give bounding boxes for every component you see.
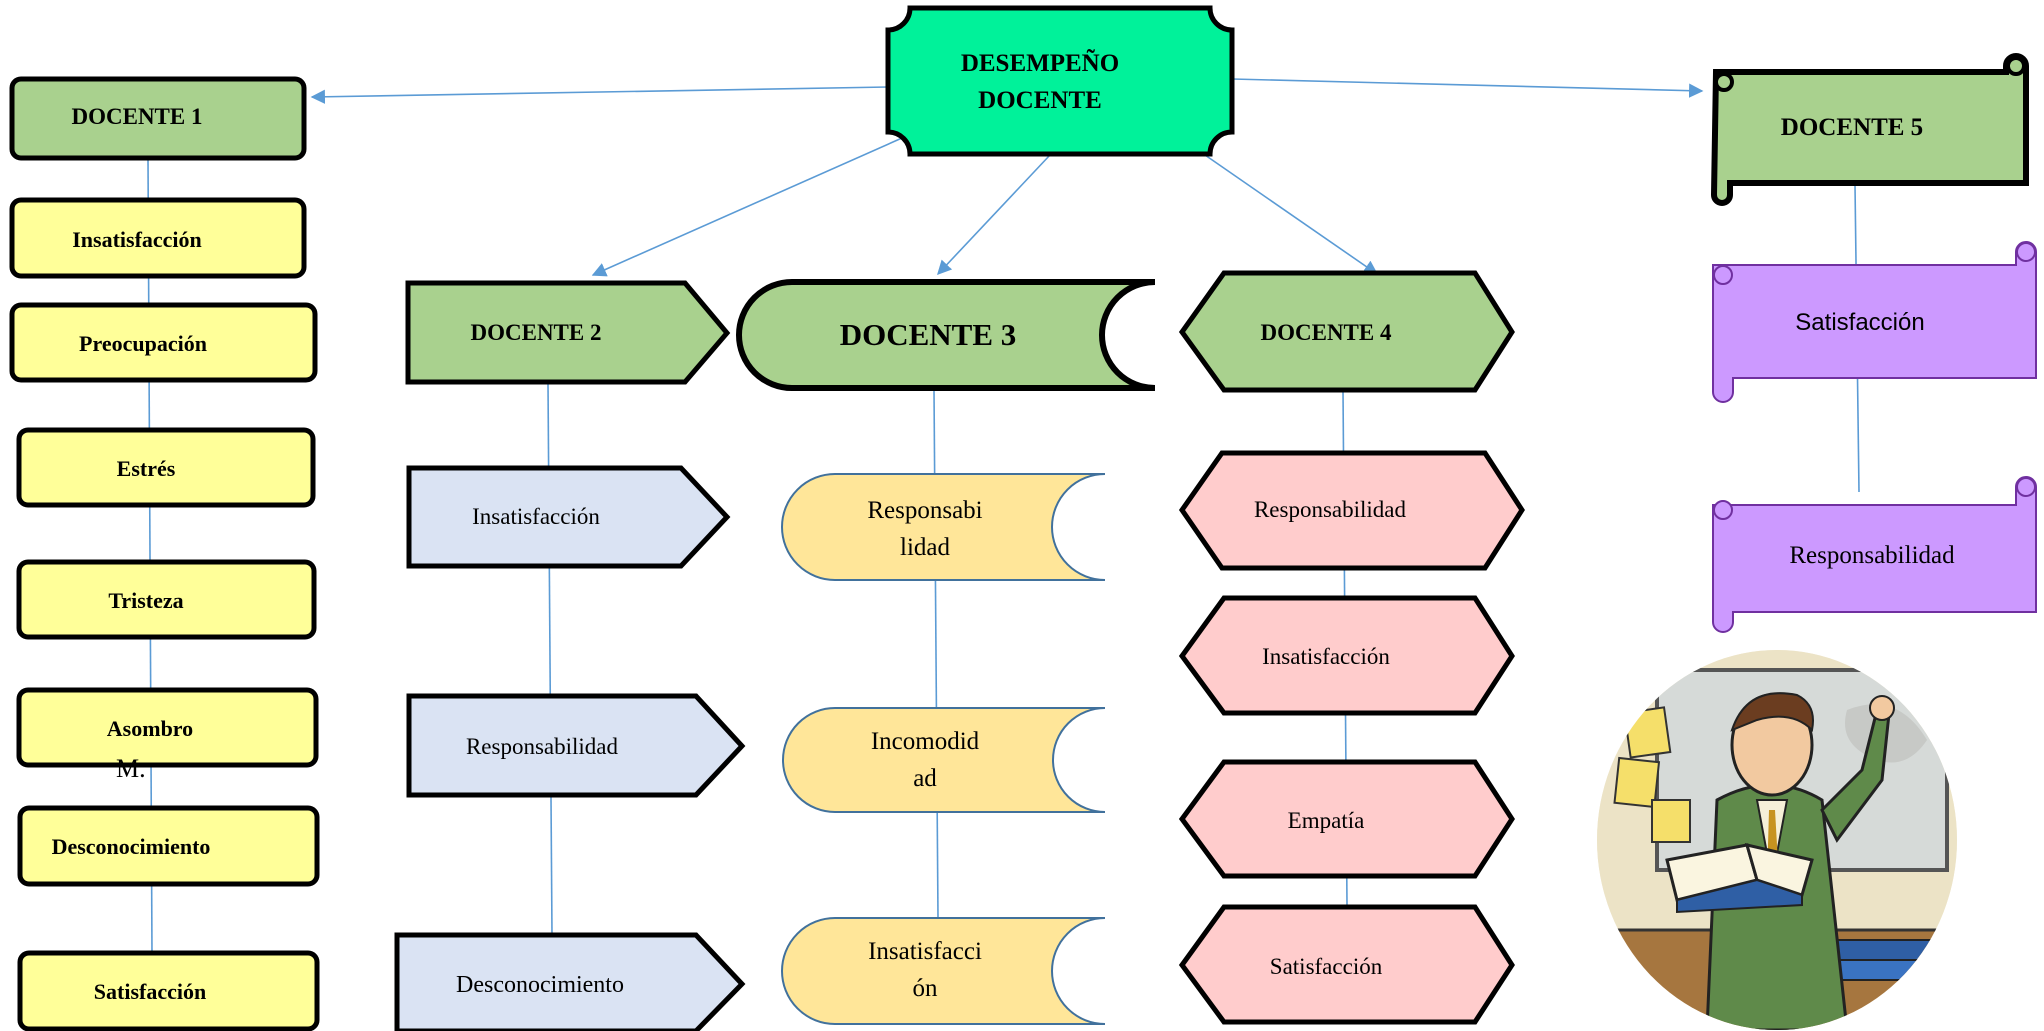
scroll-curl — [2016, 477, 2036, 497]
docente1-item-label: Preocupación — [79, 331, 207, 356]
docente2-item-pentagon — [406, 465, 731, 569]
docente1-item-label: Tristeza — [108, 588, 183, 613]
docente3-item[interactable]: Insatisfacci ón — [781, 917, 1106, 1025]
docente1-overlap-glyph: M. — [116, 754, 146, 783]
root-title-line2: DOCENTE — [978, 87, 1102, 114]
docente2-item-label: Responsabilidad — [466, 734, 619, 759]
docente1-item[interactable]: Desconocimiento — [17, 805, 320, 887]
scroll-curl — [1713, 500, 1733, 520]
docente4-item-hexagon — [1178, 450, 1525, 571]
docente1-item[interactable]: Insatisfacción — [9, 197, 307, 279]
arrow-root-to-docente2 — [591, 137, 903, 277]
docente5-item[interactable]: Satisfacción — [1712, 241, 2037, 403]
docente4-item-hexagon — [1178, 904, 1515, 1025]
docente1-item-box — [16, 427, 316, 508]
docente1-item-label: Satisfacción — [94, 979, 206, 1004]
docente4-item[interactable]: Satisfacción — [1178, 904, 1515, 1025]
docente4-header-hexagon — [1178, 270, 1515, 393]
docente5-header[interactable]: DOCENTE 5 — [1710, 53, 2029, 206]
docente4-header[interactable]: DOCENTE 4 — [1178, 270, 1515, 393]
docente5-item[interactable]: Responsabilidad — [1712, 476, 2037, 633]
scroll-curl — [2016, 242, 2036, 262]
docente3-item-label-line1: Insatisfacci — [868, 938, 982, 965]
docente1-item-label: Asombro — [107, 716, 193, 741]
docente4-item[interactable]: Empatía — [1178, 759, 1515, 879]
docente1-item-box — [16, 687, 319, 768]
docente3-header[interactable]: DOCENTE 3 — [736, 279, 1156, 391]
docente1-header-box — [9, 76, 307, 161]
docente1-item-label: Insatisfacción — [72, 227, 202, 252]
docente3-item[interactable]: Responsabi lidad — [781, 473, 1106, 581]
docente1-item-label: Desconocimiento — [52, 834, 211, 859]
docente1-title: DOCENTE 1 — [72, 104, 203, 129]
docente5-title: DOCENTE 5 — [1781, 114, 1923, 141]
docente2-branch: DOCENTE 2 Insatisfacción Responsabilidad… — [394, 280, 746, 1031]
docente2-item[interactable]: Responsabilidad — [406, 693, 746, 798]
docente4-branch: DOCENTE 4 Responsabilidad Insatisfacción… — [1178, 270, 1525, 1025]
docente1-item-box — [17, 805, 320, 887]
docente1-item-label: Estrés — [117, 456, 176, 481]
docente2-item-pentagon — [394, 932, 746, 1031]
arrow-root-to-docente3 — [937, 154, 1051, 276]
docente2-item[interactable]: Desconocimiento — [394, 932, 746, 1031]
arrow-root-to-docente1 — [310, 86, 889, 104]
docente5-item-label: Satisfacción — [1795, 309, 1924, 336]
docente3-item-shape — [782, 707, 1106, 813]
docente4-title: DOCENTE 4 — [1261, 320, 1392, 345]
teacher-illustration — [1597, 650, 1957, 1030]
docente3-item-label-line2: lidad — [900, 534, 950, 561]
docente1-item-box — [9, 302, 318, 383]
docente3-branch: DOCENTE 3 Responsabi lidad Incomodid ad … — [736, 279, 1156, 1025]
arrow-root-to-docente4 — [1204, 154, 1379, 275]
docente4-item[interactable]: Responsabilidad — [1178, 450, 1525, 571]
docente2-item-pentagon — [406, 693, 746, 798]
docente3-title: DOCENTE 3 — [840, 317, 1017, 352]
docente4-item-label: Insatisfacción — [1262, 644, 1390, 669]
docente5-item-label: Responsabilidad — [1789, 542, 1955, 569]
scroll-curl — [1713, 265, 1733, 285]
docente3-item-label-line2: ón — [913, 975, 939, 1002]
root-title-line1: DESEMPEÑO — [961, 49, 1119, 77]
docente1-item-box — [16, 559, 317, 640]
docente4-item-hexagon — [1178, 759, 1515, 879]
docente5-branch: DOCENTE 5 Satisfacción Responsabilidad — [1710, 53, 2037, 633]
docente1-item[interactable]: Satisfacción — [17, 950, 320, 1031]
docente4-item-label: Responsabilidad — [1254, 497, 1407, 522]
docente1-item[interactable]: Tristeza — [16, 559, 317, 640]
docente1-item[interactable]: Asombro — [16, 687, 319, 768]
docente2-item-label: Desconocimiento — [456, 972, 624, 998]
docente2-title: DOCENTE 2 — [471, 320, 602, 345]
docente1-item[interactable]: Preocupación — [9, 302, 318, 383]
docente4-item[interactable]: Insatisfacción — [1178, 595, 1515, 716]
arrow-root-to-docente5 — [1231, 78, 1704, 98]
docente1-header[interactable]: DOCENTE 1 — [9, 76, 307, 161]
docente3-item-label-line1: Responsabi — [867, 497, 982, 524]
docente3-item-shape — [781, 473, 1106, 581]
docente3-item[interactable]: Incomodid ad — [782, 707, 1106, 813]
docente1-item-box — [17, 950, 320, 1031]
docente3-item-shape — [781, 917, 1106, 1025]
docente4-item-label: Satisfacción — [1270, 954, 1383, 979]
docente2-header-pentagon — [405, 280, 731, 385]
docente2-item[interactable]: Insatisfacción — [406, 465, 731, 569]
scroll-curl — [1714, 72, 1734, 92]
docente3-header-shape — [736, 279, 1156, 391]
docente3-item-label-line2: ad — [913, 765, 937, 792]
docente2-item-label: Insatisfacción — [472, 504, 600, 529]
spine-docente3 — [933, 389, 939, 919]
docente4-item-hexagon — [1178, 595, 1515, 716]
docente1-item-box — [9, 197, 307, 279]
scroll-curl — [2006, 56, 2026, 76]
docente1-item[interactable]: Estrés — [16, 427, 316, 508]
docente4-item-label: Empatía — [1288, 808, 1365, 833]
docente3-item-label-line1: Incomodid — [871, 728, 980, 755]
docente2-header[interactable]: DOCENTE 2 — [405, 280, 731, 385]
docente1-branch: DOCENTE 1 Insatisfacción Preocupación Es… — [9, 76, 320, 1031]
root-plaque-shape — [885, 5, 1235, 157]
root-node[interactable]: DESEMPEÑO DOCENTE — [885, 5, 1235, 157]
